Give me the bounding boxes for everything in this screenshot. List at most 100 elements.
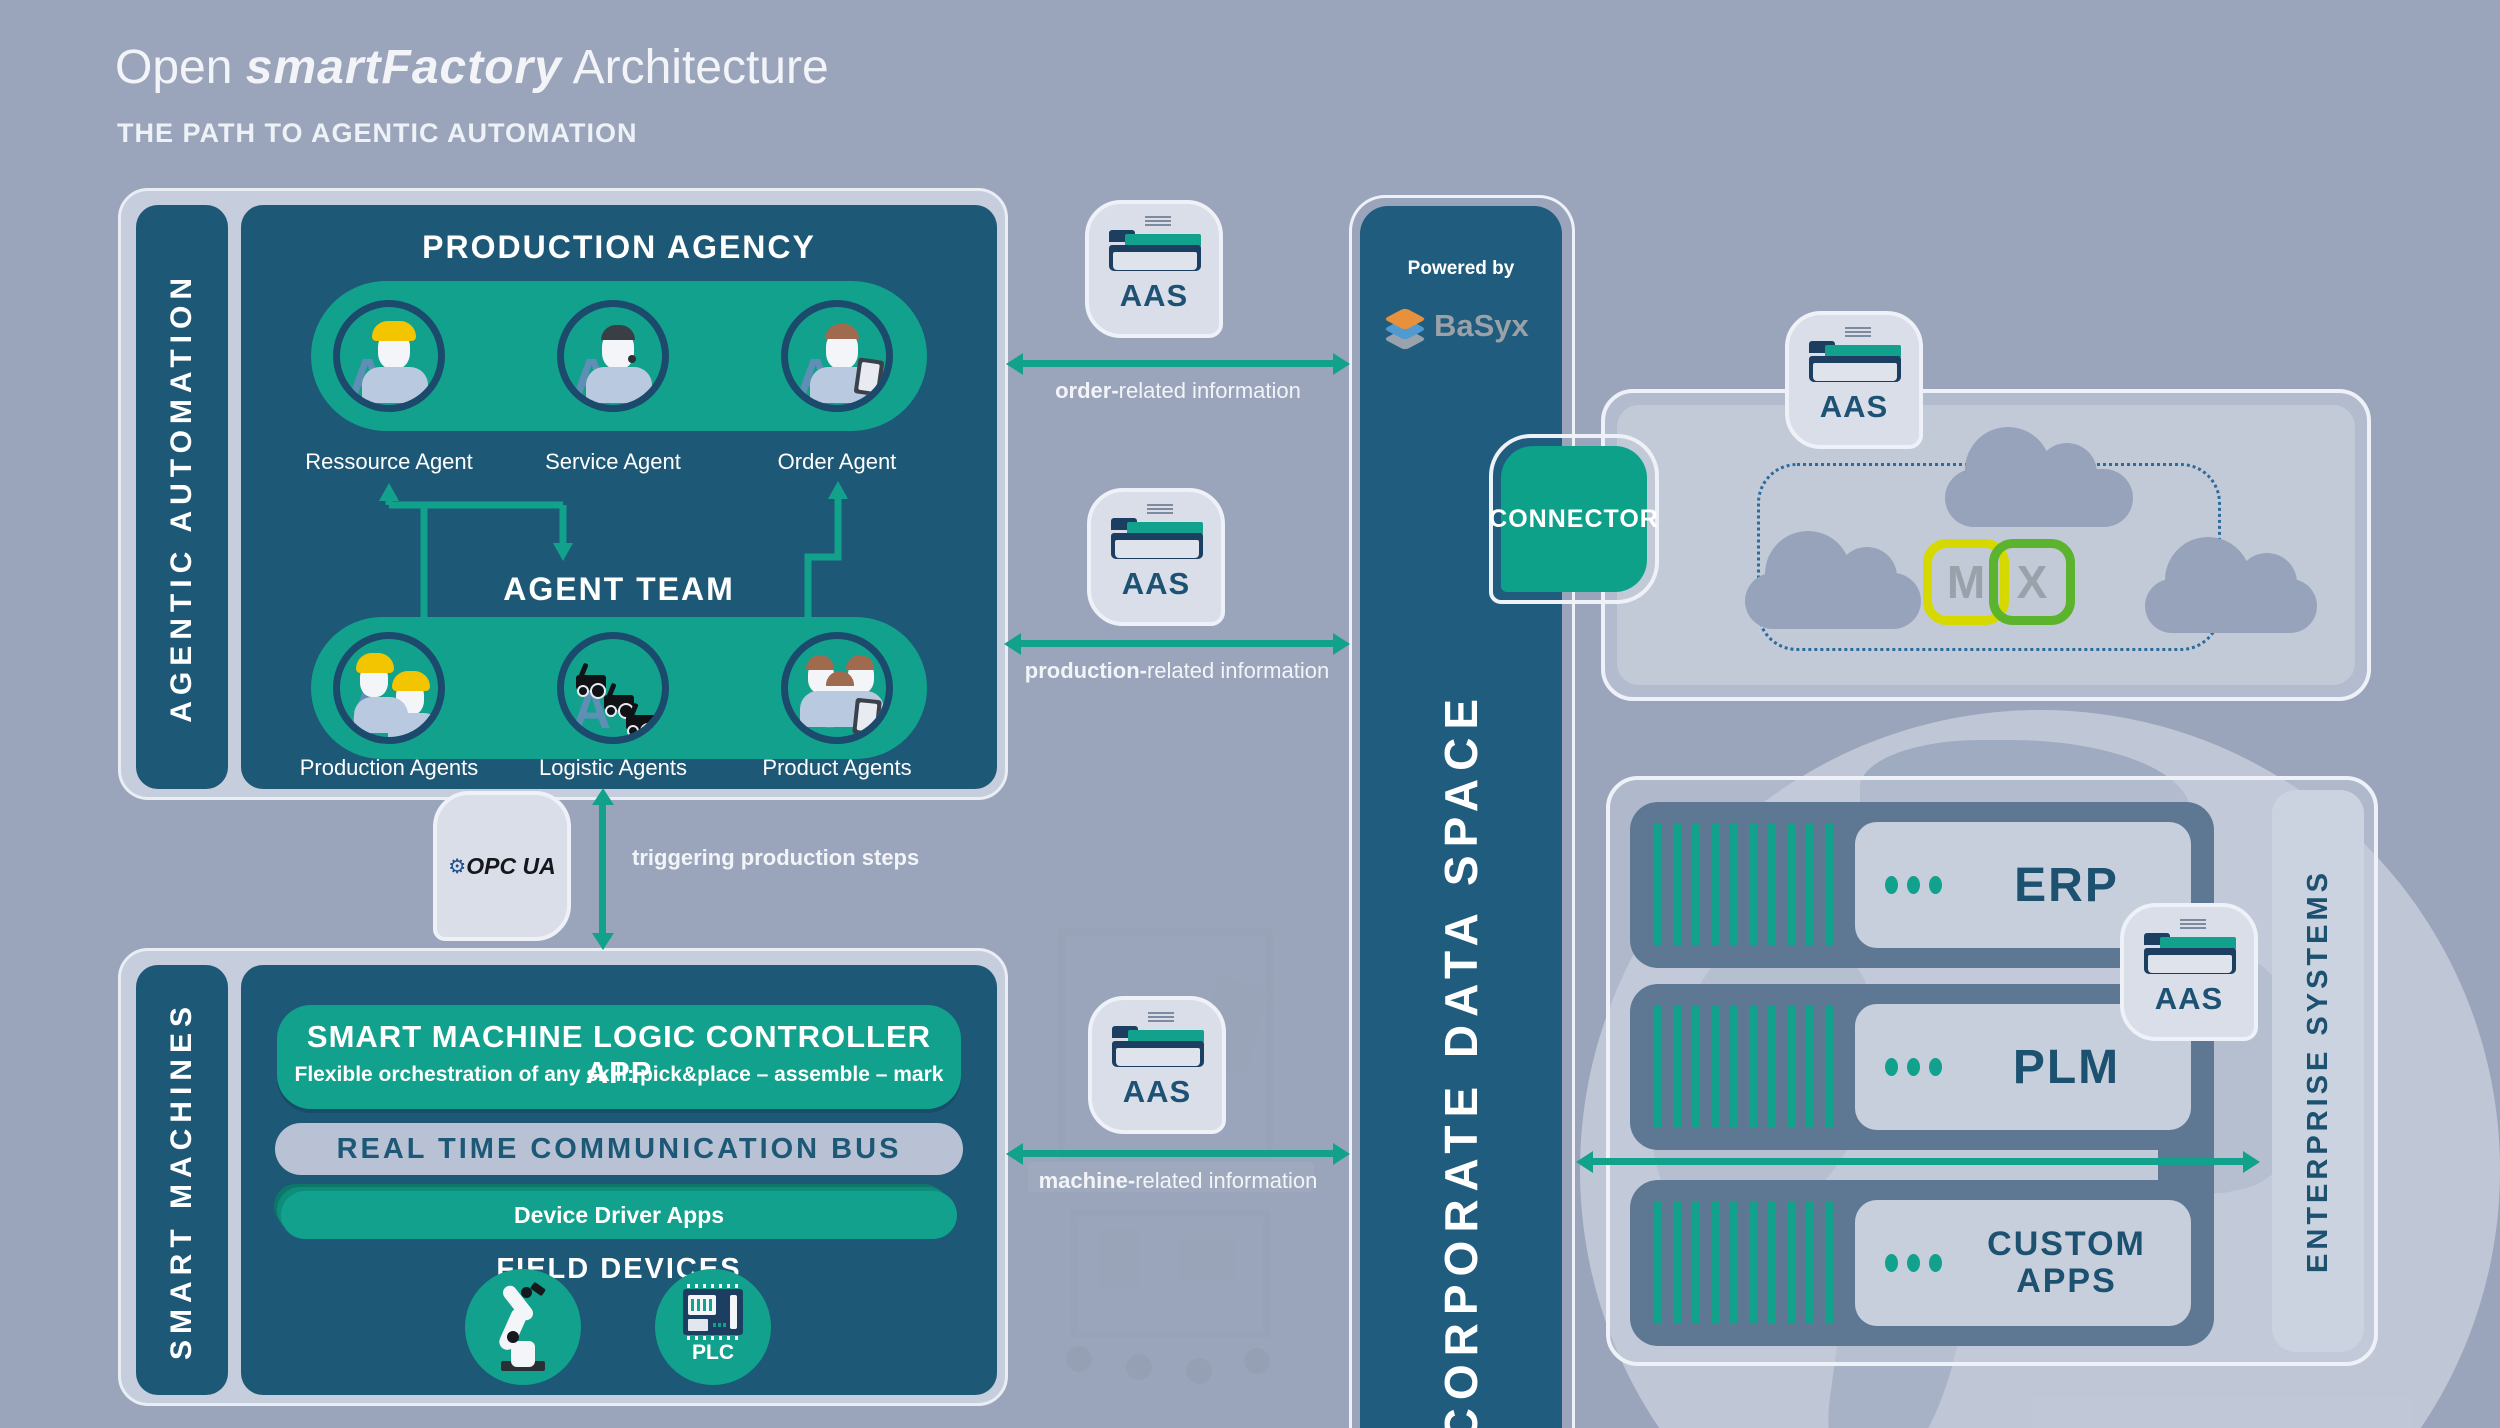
corporate-data-space-panel: Powered by BaSyx CORPORATE DATA SPACE [1360, 206, 1562, 1428]
smart-machines-panel: SMART MACHINE LOGIC CONTROLLER APP Flexi… [241, 965, 997, 1395]
robot-shoulder [511, 1341, 535, 1367]
agent-label: Service Agent [545, 449, 681, 474]
machine-wheel [1126, 1354, 1152, 1380]
robot-joint [521, 1287, 532, 1298]
custom-apps-label: CUSTOM APPS [1987, 1225, 2146, 1300]
hair [826, 671, 854, 686]
agentic-automation-container: AGENTIC AUTOMATION PRODUCTION AGENCY A A… [118, 188, 1008, 800]
production-info-arrow [1004, 632, 1350, 655]
production-info-bold: production- [1024, 658, 1147, 683]
machine-module-illustration [1028, 928, 1318, 1428]
tablet-icon [853, 357, 885, 397]
aas-icon-machine: AAS [1088, 996, 1226, 1134]
plc-label: PLC [692, 1341, 734, 1364]
machine-table [1028, 1162, 1314, 1192]
workers-avatar: A [333, 632, 445, 744]
sidebar-smart-machines: SMART MACHINES [136, 965, 228, 1395]
aas-icon-cloud: AAS [1785, 311, 1923, 449]
custom-apps-server: CUSTOM APPS [1630, 1180, 2214, 1346]
sidebar-agentic-automation: AGENTIC AUTOMATION [136, 205, 228, 789]
field-devices-title: FIELD DEVICES [496, 1253, 742, 1285]
aas-folder-lines [1148, 1012, 1174, 1022]
production-info-label: production-related information [1010, 658, 1344, 684]
plc-body [683, 1284, 743, 1340]
title-suffix: Architecture [572, 41, 829, 94]
robot-arm-icon [465, 1269, 581, 1385]
opcua-label: OPC UA [466, 852, 556, 879]
aas-folder-lines [1145, 216, 1171, 226]
mobile-robot-icon [576, 675, 606, 697]
server-vents [1654, 1006, 1840, 1128]
plm-label: PLM [2012, 1040, 2121, 1094]
opcua-gear-icon: ⚙ [448, 854, 467, 878]
production-info-rest: related information [1146, 658, 1330, 683]
triggering-arrow [591, 788, 614, 950]
order-info-bold: order- [1055, 378, 1119, 403]
agent-label: Product Agents [762, 755, 912, 780]
tablet-icon [852, 697, 882, 737]
aas-label: AAS [2154, 981, 2224, 1016]
sidebar-agentic-label: AGENTIC AUTOMATION [165, 271, 198, 723]
cloud-icon [2145, 537, 2317, 633]
robots-avatar: A [557, 632, 669, 744]
smlc-app-subtitle: Flexible orchestration of any skill: pic… [294, 1063, 944, 1086]
headset-avatar: A [557, 300, 669, 412]
connector-label: CONNECTOR [1489, 504, 1659, 533]
machine-wheel [1244, 1348, 1270, 1374]
aas-folder-lines [1845, 327, 1871, 337]
mx-logo-x: X [1989, 539, 2075, 625]
aas-icon-enterprise: AAS [2120, 903, 2258, 1041]
headset-mic-icon [628, 355, 636, 363]
basyx-logo: BaSyx [1383, 302, 1540, 352]
machine-info-bold: machine- [1038, 1168, 1136, 1193]
erp-server: ERP [1630, 802, 2214, 968]
aas-folder-icon [1112, 1026, 1204, 1068]
mx-letter-m: M [1946, 556, 1986, 608]
realtime-bus-label: REAL TIME COMMUNICATION BUS [336, 1132, 902, 1165]
page-subtitle: THE PATH TO AGENTIC AUTOMATION [117, 118, 638, 148]
custom-apps-inner: CUSTOM APPS [1855, 1200, 2191, 1326]
smart-machines-container: SMART MACHINES SMART MACHINE LOGIC CONTR… [118, 948, 1008, 1406]
aas-folder-icon [2144, 933, 2236, 975]
erp-inner: ERP [1855, 822, 2191, 948]
opcua-badge: ⚙ OPC UA [433, 791, 571, 941]
machine-info-arrow [1006, 1142, 1350, 1165]
machine-part [1098, 1228, 1138, 1288]
group-tablet-avatar: A [781, 632, 893, 744]
aas-folder-icon [1111, 518, 1203, 560]
sidebar-enterprise-label: ENTERPRISE SYSTEMS [2301, 869, 2334, 1273]
cloud-icon [1745, 531, 1921, 629]
plc-screen [688, 1295, 716, 1315]
machine-info-rest: related information [1135, 1168, 1318, 1193]
server-vents [1654, 1202, 1840, 1324]
erp-label: ERP [2014, 858, 2119, 912]
plc-block [688, 1319, 708, 1331]
dataspace-enterprise-arrow [1576, 1150, 2260, 1173]
hard-hat-icon [372, 321, 416, 341]
data-space-frame: Powered by BaSyx CORPORATE DATA SPACE [1349, 195, 1575, 1428]
sidebar-enterprise-systems: ENTERPRISE SYSTEMS [2272, 790, 2364, 1352]
title-prefix: Open [115, 41, 233, 94]
person-torso [362, 367, 428, 403]
server-vents [1654, 824, 1840, 946]
plc-bars [691, 1299, 713, 1311]
plm-server: PLM [1630, 984, 2214, 1150]
order-info-rest: related information [1118, 378, 1301, 403]
plc-pins [687, 1336, 739, 1340]
aas-folder-lines [1147, 504, 1173, 514]
device-driver-apps-label: Device Driver Apps [513, 1201, 725, 1228]
mx-logo-m: M [1923, 539, 2009, 625]
hair [846, 655, 874, 670]
aas-label: AAS [1119, 278, 1189, 313]
aas-label: AAS [1819, 389, 1889, 424]
device-driver-apps: Device Driver Apps [281, 1191, 957, 1239]
data-space-title-wrap: CORPORATE DATA SPACE [1360, 536, 1562, 1428]
agent-label: Production Agents [299, 755, 479, 780]
plc-slot [730, 1295, 737, 1329]
hair [825, 324, 859, 339]
page-title: Open smartFactory Architecture [115, 40, 829, 95]
agent-team-title: AGENT TEAM [503, 571, 735, 607]
mx-letter-x: X [2016, 556, 2048, 608]
plc-icon: PLC [655, 1269, 771, 1385]
hair [601, 325, 635, 340]
